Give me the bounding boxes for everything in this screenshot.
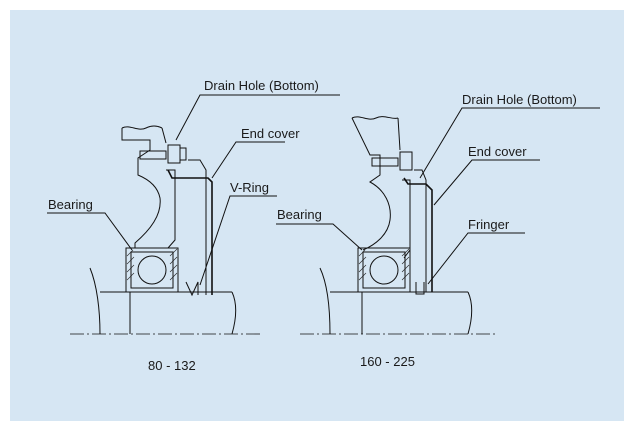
- left-bolt-head: [167, 144, 181, 164]
- left-housing: [121, 128, 161, 248]
- left-shaft: [70, 267, 262, 335]
- right-drain-leader: [419, 107, 600, 179]
- left-bearing-leader: [47, 212, 133, 251]
- left-v-ring: [185, 281, 199, 297]
- right-shaft: [300, 267, 498, 335]
- left-end-cover-label: End cover: [241, 126, 300, 141]
- right-caption: 160 - 225: [360, 354, 415, 369]
- left-housing-inner: [166, 169, 176, 249]
- right-fringer-leader: [427, 232, 525, 285]
- right-endcover-leader: [433, 159, 540, 206]
- left-vring-leader: [199, 195, 277, 286]
- right-drain-hole-label: Drain Hole (Bottom): [462, 92, 577, 107]
- right-bolt-head: [399, 151, 413, 171]
- right-end-cover: [403, 177, 433, 292]
- left-drawing: [47, 94, 340, 335]
- left-housing-edge: [161, 127, 167, 144]
- right-housing: [351, 117, 391, 251]
- left-v-ring-label: V-Ring: [230, 180, 269, 195]
- left-caption: 80 - 132: [148, 358, 196, 373]
- right-drawing: [276, 107, 600, 335]
- diagram-panel: [10, 10, 624, 421]
- left-drain-hole-label: Drain Hole (Bottom): [204, 78, 319, 93]
- left-bearing-label: Bearing: [48, 197, 93, 212]
- right-bearing-label: Bearing: [277, 207, 322, 222]
- right-fringer: [415, 282, 425, 295]
- right-housing-inner: [402, 179, 411, 259]
- right-fringer-label: Fringer: [468, 217, 510, 232]
- right-end-cover-label: End cover: [468, 144, 527, 159]
- left-drain-leader: [175, 94, 340, 141]
- right-bearing: [357, 247, 411, 293]
- left-end-cover: [167, 169, 213, 295]
- right-bolt: [371, 157, 399, 167]
- left-break-line: [121, 125, 163, 130]
- right-break-line: [351, 116, 399, 120]
- left-endcover-leader: [211, 141, 285, 179]
- left-bolt: [139, 150, 167, 160]
- left-bearing: [125, 247, 179, 293]
- right-bearing-leader: [276, 223, 363, 251]
